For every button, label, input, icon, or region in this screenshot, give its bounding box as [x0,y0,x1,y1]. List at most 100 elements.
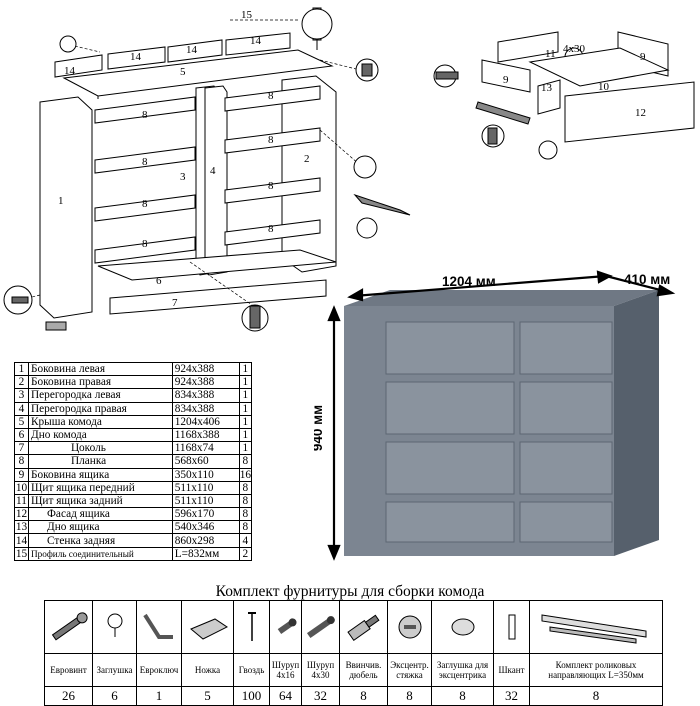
kit-item-name: Заглушка для эксцентрика [431,653,494,687]
svg-text:6: 6 [156,275,162,287]
part-n: 7 [14,441,29,456]
part-n: 1 [14,361,29,377]
svg-text:8: 8 [268,223,274,235]
part-qty: 1 [238,441,253,456]
part-name: Крыша комода [28,414,173,429]
kit-item-qty: 6 [92,686,137,706]
part-qty: 1 [238,427,253,443]
part-size: 350x110 [171,467,240,482]
svg-text:8: 8 [268,134,274,146]
kit-item-qty: 8 [339,686,388,706]
height-dimension: 940 мм [314,405,325,451]
svg-text:14: 14 [64,65,76,77]
svg-text:9: 9 [503,74,509,86]
part-size: 1168x388 [171,427,240,443]
part-qty: 8 [238,520,253,535]
part-n: 6 [14,427,29,443]
part-name: Щит ящика задний [28,493,173,509]
svg-text:8: 8 [268,180,274,192]
part-qty: 8 [238,480,253,495]
svg-text:13: 13 [541,82,553,94]
part-name: Щит ящика передний [28,480,173,495]
kit-title: Комплект фурнитуры для сборки комода [215,583,485,600]
kit-item-name: Евровинт [44,653,93,687]
part-n: 2 [14,375,29,390]
svg-text:9: 9 [640,51,646,63]
part-qty: 2 [238,546,253,561]
kit-item-qty: 32 [493,686,530,706]
svg-text:8: 8 [142,109,148,121]
part-size: 568x60 [171,454,240,469]
euro-screw-icon [44,600,93,654]
part-n: 10 [14,480,29,495]
part-qty: 16 [238,467,253,482]
part-name: Планка [28,454,173,469]
svg-text:3: 3 [180,171,186,183]
part-qty: 1 [238,401,253,416]
kit-item-name: Заглушка [92,653,137,687]
kit-item-name: Евроключ [136,653,182,687]
depth-dimension: 410 мм [624,272,670,287]
eccentric-icon [387,600,432,654]
part-name: Боковина левая [28,361,173,377]
part-n: 3 [14,388,29,403]
kit-item-qty: 26 [44,686,93,706]
dowel-icon [339,600,388,654]
svg-text:14: 14 [130,51,142,63]
svg-text:4x30: 4x30 [563,43,586,55]
part-name: Дно комода [28,427,173,443]
svg-text:11: 11 [545,48,556,60]
part-qty: 8 [238,493,253,509]
part-name: Перегородка правая [28,401,173,416]
kit-item-qty: 64 [269,686,302,706]
eccentric-cap-icon [431,600,494,654]
kit-item-qty: 8 [431,686,494,706]
part-size: 860x298 [171,533,240,548]
part-size: 1168x74 [171,441,240,456]
euro-key-icon [136,600,182,654]
part-n: 8 [14,454,29,469]
part-name: Дно ящика [28,520,173,535]
part-size: L=832мм [171,546,240,561]
part-name: Цоколь [28,441,173,456]
part-name: Фасад ящика [28,507,173,522]
kit-item-name: Шкант [493,653,530,687]
part-size: 596x170 [171,507,240,522]
kit-item-name: Ножка [181,653,234,687]
svg-text:8: 8 [142,156,148,168]
part-n: 14 [14,533,29,548]
part-n: 9 [14,467,29,482]
part-name: Боковина правая [28,375,173,390]
part-n: 11 [14,493,29,509]
svg-text:10: 10 [598,81,610,93]
kit-item-name: Эксцентр. стяжка [387,653,432,687]
svg-text:15: 15 [241,9,253,21]
pin-icon [493,600,530,654]
part-size: 924x388 [171,375,240,390]
part-name: Перегородка левая [28,388,173,403]
width-dimension: 1204 мм [442,274,496,289]
part-name: Стенка задняя [28,533,173,548]
screw-4x30-icon [301,600,340,654]
part-qty: 1 [238,388,253,403]
part-qty: 8 [238,507,253,522]
svg-text:5: 5 [180,66,186,78]
assembly-diagram: 15 14 14 14 14 5 88 88 88 88 1 3 4 2 6 7… [3,7,695,332]
svg-text:8: 8 [268,90,274,102]
part-n: 15 [14,546,29,561]
svg-text:14: 14 [250,35,262,47]
cap-icon [92,600,137,654]
svg-text:2: 2 [304,153,310,165]
part-size: 924x388 [171,361,240,377]
part-size: 511x110 [171,480,240,495]
